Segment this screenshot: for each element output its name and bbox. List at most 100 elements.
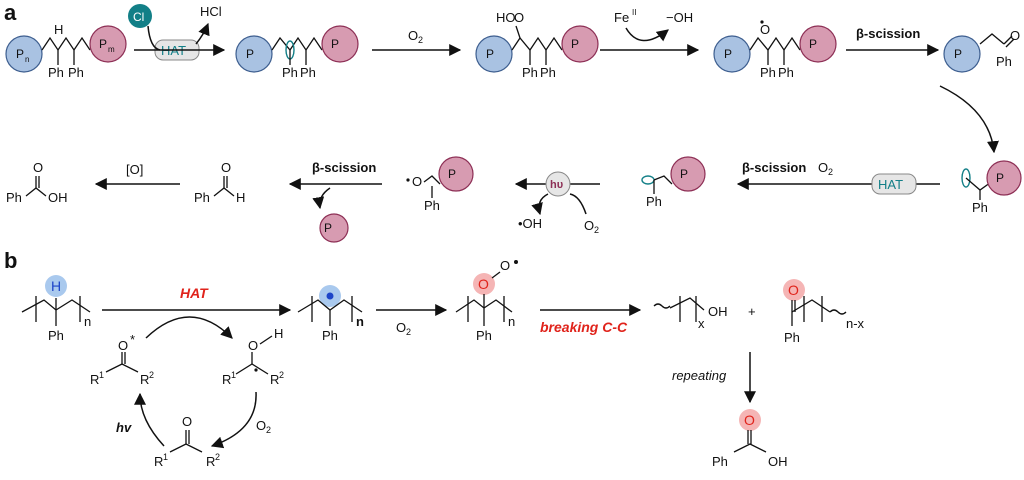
h-label: H xyxy=(236,190,245,205)
ketyl-h: H xyxy=(274,326,283,341)
wavy-bond xyxy=(829,309,847,315)
pn-label: P xyxy=(16,47,24,61)
cycle-arrow-right xyxy=(210,391,257,449)
n-subscript: n xyxy=(508,314,515,329)
fe-label: Fe xyxy=(614,10,629,25)
ph-label: Ph xyxy=(972,200,988,215)
o2-label-3: O xyxy=(584,218,594,233)
hv-label: hυ xyxy=(550,179,563,191)
oh-out-arrow xyxy=(531,193,549,216)
hat-label-b: HAT xyxy=(180,285,209,301)
wavy-bond xyxy=(653,303,671,309)
ph-label: Ph xyxy=(48,328,64,343)
o2-step-b: O 2 xyxy=(376,304,448,337)
fragment-ketone: O n-x Ph xyxy=(783,279,865,345)
oh-radical-label: •OH xyxy=(518,216,542,231)
oxidation-step: [O] xyxy=(94,162,180,190)
o2-label: O xyxy=(408,28,418,43)
excited-star: * xyxy=(130,332,135,347)
fe-step: Fe II −OH xyxy=(600,8,700,56)
oh-label: OH xyxy=(48,190,68,205)
o2-in-arrow xyxy=(569,193,587,215)
oo-bond xyxy=(491,271,501,279)
hv-cycle-label: hv xyxy=(116,420,132,435)
beta-scission-step-1: β-scission xyxy=(846,26,940,56)
alkoxy-radical-4: P O Ph Ph P xyxy=(713,20,837,80)
ph-label: Ph xyxy=(6,190,22,205)
ketyl-skeleton xyxy=(235,363,269,375)
fe-curve-arrow xyxy=(625,27,669,42)
ketone-skeleton xyxy=(105,363,139,373)
o-highlight xyxy=(473,273,495,295)
chain-bonds xyxy=(669,297,705,311)
co-bond-2 xyxy=(1005,38,1015,48)
peroxy-radical-b: O O Ph n xyxy=(455,258,518,343)
nx-subscript: n-x xyxy=(846,316,865,331)
pm-circle xyxy=(89,25,127,63)
oh-label: OH xyxy=(768,454,788,469)
pm-circle xyxy=(438,156,474,192)
beta-scission-label-2: β-scission xyxy=(742,160,806,175)
o-highlight xyxy=(783,279,805,301)
p-orbital-icon xyxy=(961,168,971,188)
peroxy-o1: O xyxy=(478,276,489,292)
r1-label-2: R xyxy=(222,372,231,387)
r1-label-3: R xyxy=(154,454,163,469)
curve-arrow-down xyxy=(939,85,999,154)
chain-bonds xyxy=(749,36,801,52)
breaking-cc-label: breaking C-C xyxy=(540,319,628,335)
hcl-label: HCl xyxy=(200,4,222,19)
cl-label: Cl xyxy=(133,10,144,24)
ph-label: Ph xyxy=(646,194,662,209)
chain-bonds xyxy=(25,187,47,197)
ph-label-2: Ph xyxy=(300,65,316,80)
pm-circle-released xyxy=(319,213,349,243)
oh-minus-label: −OH xyxy=(666,10,693,25)
pm-label: P xyxy=(331,37,339,51)
pn-label: P xyxy=(246,47,254,61)
polymer-radical-b: Ph n xyxy=(297,285,364,343)
x-subscript: x xyxy=(698,316,705,331)
pn-label: P xyxy=(486,47,494,61)
r2-sup-3: 2 xyxy=(215,452,220,462)
radical-6: Ph P xyxy=(961,160,1022,215)
chain-bonds xyxy=(791,299,831,313)
pm-label: P xyxy=(99,37,107,51)
o2-sub-b: 2 xyxy=(406,327,411,337)
chain-bonds xyxy=(423,175,441,185)
pm-subscript: m xyxy=(108,45,115,54)
pn-circle xyxy=(943,35,981,73)
ph-label: Ph xyxy=(424,198,440,213)
ooh-bond xyxy=(515,25,521,39)
beta-scission-label: β-scission xyxy=(856,26,920,41)
r1-sup-2: 1 xyxy=(231,370,236,380)
o-label: O xyxy=(33,160,43,175)
pm-circle xyxy=(321,25,359,63)
hv-step: hυ •OH O 2 xyxy=(514,171,600,235)
hcl-arrow xyxy=(195,22,210,45)
pm-circle xyxy=(799,25,837,63)
pm-label: P xyxy=(996,171,1004,185)
pm-label: P xyxy=(809,37,817,51)
r1-label: R xyxy=(90,372,99,387)
o2-label-2: O xyxy=(818,160,828,175)
beta-scission-step-2: β-scission P xyxy=(288,160,382,243)
ph-label: Ph xyxy=(996,54,1012,69)
hydroperoxide-3: P HO O Ph Ph P xyxy=(475,10,599,80)
alkoxy-radical-8: O Ph P xyxy=(406,156,474,213)
plus-sign: + xyxy=(748,304,756,319)
chain-bonds xyxy=(213,187,235,197)
pn-label: P xyxy=(724,47,732,61)
cycle-arrow-top xyxy=(145,316,233,339)
ph-label-1: Ph xyxy=(522,65,538,80)
r2-sup-2: 2 xyxy=(279,370,284,380)
pm-label-released: P xyxy=(324,221,332,235)
benzyl-radical-7: Ph P xyxy=(641,156,706,209)
chain-bonds xyxy=(653,175,673,185)
p-orbital-icon xyxy=(641,175,655,185)
o-highlight xyxy=(739,409,761,431)
r2-label-3: R xyxy=(206,454,215,469)
breaking-cc-step: breaking C-C xyxy=(540,304,642,335)
pm-circle xyxy=(670,156,706,192)
